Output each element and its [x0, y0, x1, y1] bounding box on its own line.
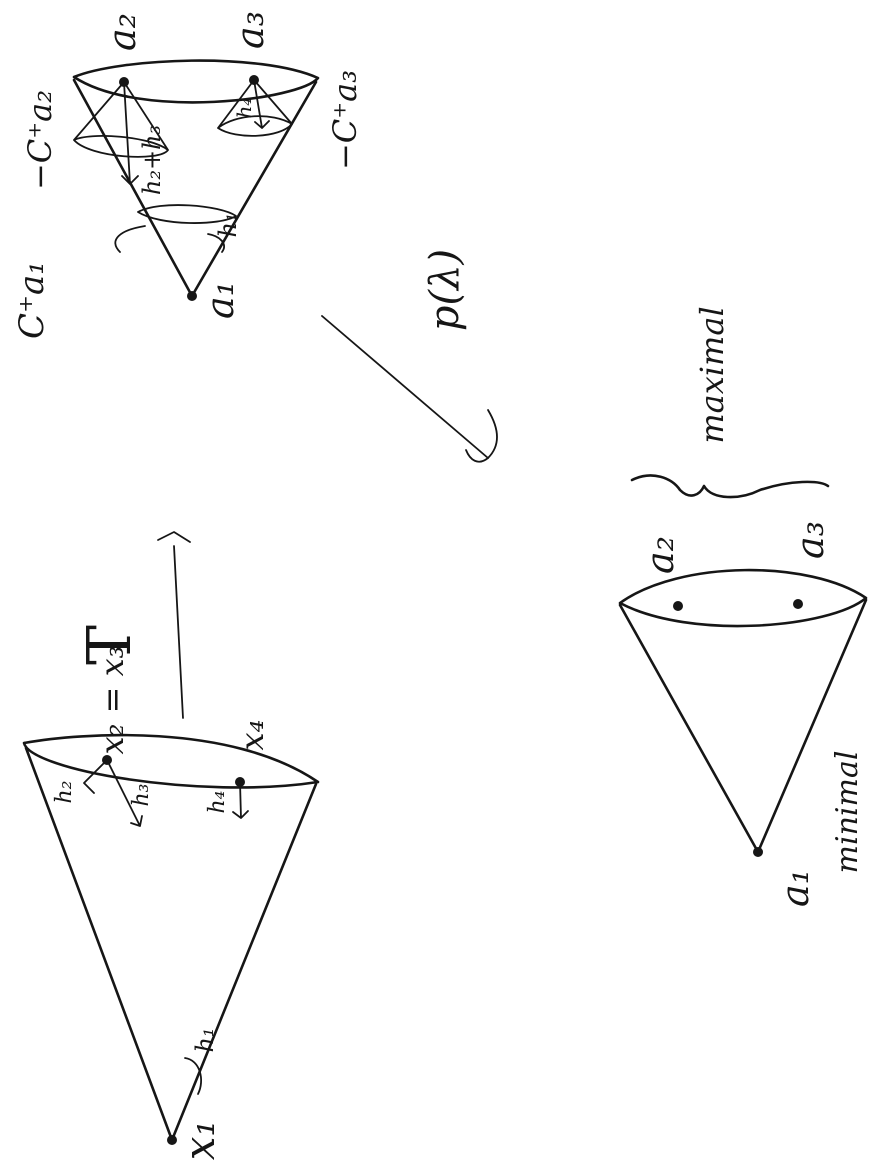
label-x4: x₄: [236, 720, 268, 751]
label-x1: x₁: [179, 1120, 221, 1161]
top-cone-side-top: [74, 80, 192, 296]
bottom-cone-point-a3: [793, 599, 803, 609]
label-h4-left: h₄: [207, 791, 229, 814]
label-p-lambda: p(λ): [425, 249, 465, 331]
maximal-brace: [632, 475, 828, 497]
label-T: T: [80, 625, 140, 665]
bottom-cone-apex-a1: [753, 847, 763, 857]
t-map-arrow: [158, 532, 190, 718]
bottom-cone-point-a2: [673, 601, 683, 611]
label-neg-C-a2: −C⁺a₂: [24, 90, 56, 190]
label-a2-top: a₂: [103, 13, 141, 51]
p-arrow-head: [466, 410, 497, 462]
top-cone: [74, 61, 318, 301]
c-a1-pointer: [115, 226, 145, 252]
bottom-cone-rim: [620, 570, 866, 626]
left-cone-side-bottom: [172, 784, 316, 1140]
label-a3-bottom: a₃: [791, 521, 829, 559]
top-cone-apex-a1: [187, 291, 197, 301]
label-a3-top: a₃: [231, 11, 269, 49]
label-a2-bottom: a₂: [641, 536, 679, 574]
bottom-cone-side-top: [620, 605, 758, 852]
label-h2-left: h₂: [54, 781, 76, 804]
label-minimal: minimal: [833, 751, 863, 874]
left-cone-side-top: [26, 748, 172, 1140]
label-a1-bottom: a₁: [776, 869, 814, 907]
label-h4-top: h₄: [234, 98, 254, 119]
p-arrow-shaft: [322, 316, 488, 458]
h2-arrow-left: [84, 760, 107, 793]
label-h3-left: h₃: [131, 784, 153, 807]
label-C-a1: C⁺a₁: [15, 261, 49, 339]
label-h2-plus-h3: h₂+h₃: [140, 125, 164, 195]
label-maximal: maximal: [696, 306, 728, 443]
a3-arrow-down: [254, 80, 269, 128]
label-a1-top: a₁: [201, 281, 239, 319]
label-h1-top: h₁: [216, 212, 240, 237]
top-cone-rim: [74, 61, 318, 103]
t-arrow-shaft: [174, 546, 183, 718]
p-lambda-arrow: [322, 316, 497, 462]
t-arrow-head: [158, 532, 190, 542]
label-neg-C-a3: −C⁺a₃: [329, 70, 361, 170]
label-h1-left: h₁: [193, 1027, 217, 1052]
